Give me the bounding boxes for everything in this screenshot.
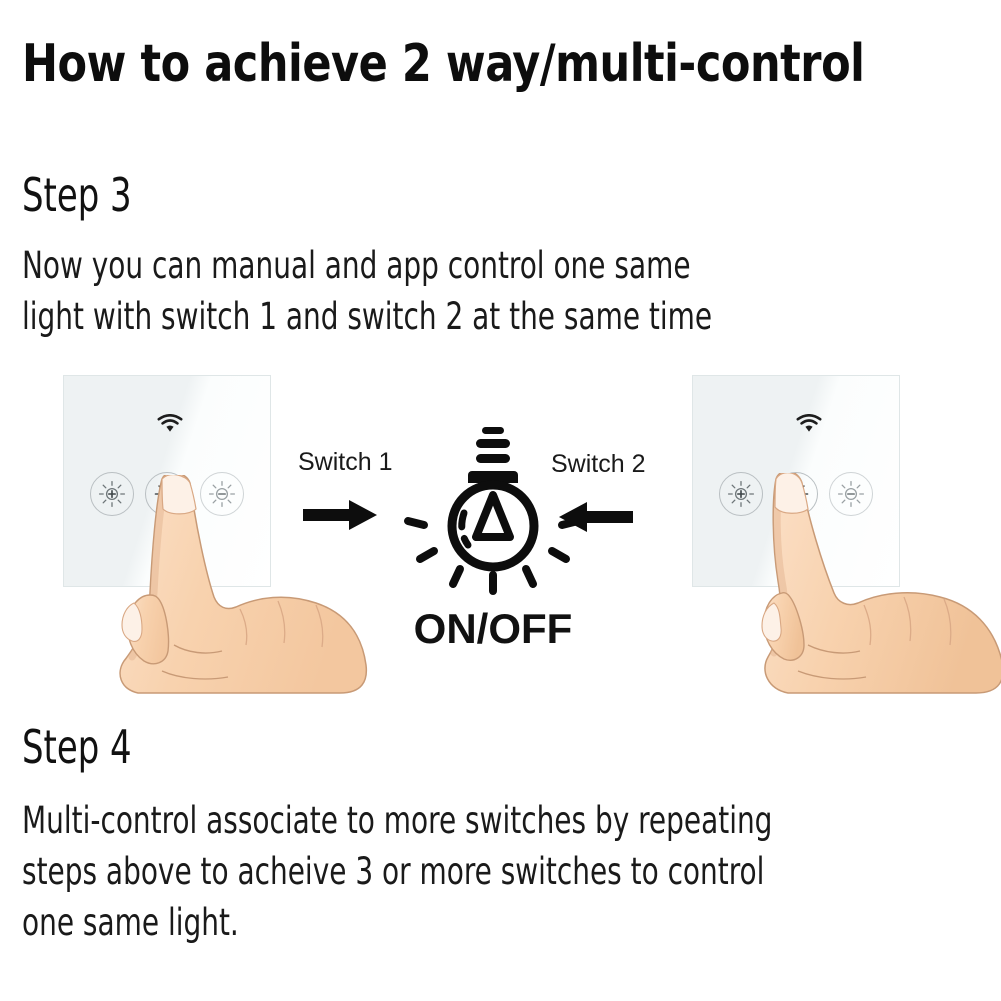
- multi-control-diagram: Switch 1 ON/OFF Switch 2: [0, 355, 1001, 694]
- brightness-up-icon: [98, 480, 126, 508]
- sun-icon: [783, 481, 809, 507]
- sun-button[interactable]: [774, 472, 818, 516]
- step-4-body: Multi-control associate to more switches…: [22, 799, 773, 944]
- brightness-down-icon: [208, 480, 236, 508]
- switch-2-label: Switch 2: [551, 450, 646, 478]
- arrow-left-icon: [559, 502, 633, 532]
- brightness-up-icon: [727, 480, 755, 508]
- switch-1-button-row: [64, 472, 270, 516]
- switch-1-label: Switch 1: [298, 448, 393, 476]
- step-4-heading: Step 4: [22, 720, 132, 774]
- step-3-body: Now you can manual and app control one s…: [22, 244, 713, 338]
- brightness-up-button[interactable]: [90, 472, 134, 516]
- brightness-down-button[interactable]: [829, 472, 873, 516]
- sun-icon: [154, 481, 180, 507]
- page-title: How to achieve 2 way/multi-control: [22, 34, 865, 94]
- arrow-right-icon: [303, 500, 377, 530]
- bulb-caption: ON/OFF: [413, 605, 573, 652]
- brightness-down-icon: [837, 480, 865, 508]
- sun-button[interactable]: [145, 472, 189, 516]
- step-3-heading: Step 3: [22, 168, 132, 222]
- switch-2-panel[interactable]: [692, 375, 900, 587]
- switch-2-button-row: [693, 472, 899, 516]
- brightness-up-button[interactable]: [719, 472, 763, 516]
- brightness-down-button[interactable]: [200, 472, 244, 516]
- wifi-icon: [796, 414, 822, 432]
- switch-1-panel[interactable]: [63, 375, 271, 587]
- wifi-icon: [157, 414, 183, 432]
